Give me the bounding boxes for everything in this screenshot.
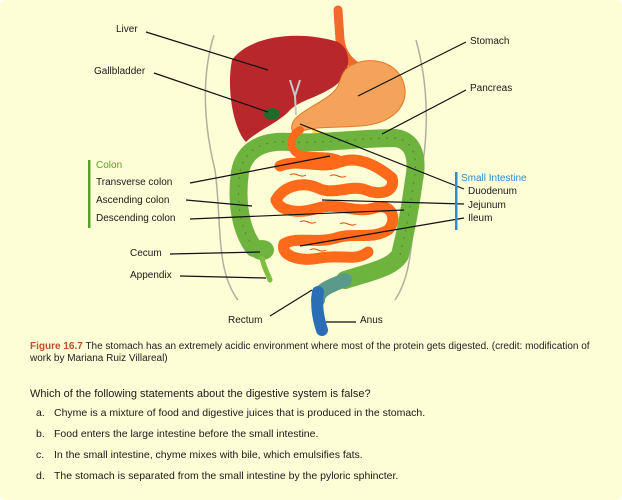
cecum	[250, 240, 274, 260]
small-intestine	[270, 154, 399, 265]
answer-option[interactable]: b. Food enters the large intestine before…	[36, 427, 425, 448]
label-anus: Anus	[360, 315, 383, 326]
answer-option[interactable]: a. Chyme is a mixture of food and digesti…	[36, 406, 425, 427]
label-ileum: Ileum	[468, 213, 493, 224]
label-ascending-colon: Ascending colon	[96, 195, 170, 206]
answer-options: a. Chyme is a mixture of food and digesti…	[36, 406, 425, 490]
figure-caption: Figure 16.7 The stomach has an extremely…	[30, 341, 600, 365]
label-cecum: Cecum	[130, 248, 162, 259]
option-text: Chyme is a mixture of food and digestive…	[54, 407, 426, 419]
answer-option[interactable]: d. The stomach is separated from the smal…	[36, 469, 425, 490]
label-gallbladder: Gallbladder	[94, 66, 146, 77]
question-text: Which of the following statements about …	[30, 388, 371, 400]
option-letter: d.	[36, 470, 45, 482]
label-pancreas: Pancreas	[470, 83, 513, 94]
leader-pancreas	[381, 89, 467, 135]
leader-jejunum	[321, 199, 465, 205]
answer-option[interactable]: c. In the small intestine, chyme mixes wi…	[36, 448, 425, 469]
label-rectum: Rectum	[228, 315, 263, 326]
leader-transverse	[189, 155, 331, 184]
label-liver: Liver	[116, 24, 138, 35]
label-colon-title: Colon	[96, 160, 123, 171]
bile-duct	[289, 79, 301, 116]
colon-haustra	[237, 137, 417, 256]
option-letter: c.	[36, 449, 45, 461]
leader-appendix	[179, 275, 267, 279]
leader-descending	[189, 209, 405, 220]
leader-rectum	[269, 289, 313, 317]
rectum	[311, 286, 328, 336]
leader-gallbladder	[153, 72, 269, 113]
leader-cecum	[169, 251, 261, 255]
figure-number: Figure 16.7	[30, 341, 83, 352]
gallbladder	[264, 108, 280, 120]
label-jejunum: Jejunum	[468, 200, 506, 211]
colon-group-bar	[88, 160, 91, 228]
leader-stomach	[357, 41, 467, 97]
appendix	[259, 255, 273, 283]
label-appendix: Appendix	[130, 270, 172, 281]
option-text: In the small intestine, chyme mixes with…	[54, 449, 363, 461]
option-letter: b.	[36, 428, 45, 440]
label-duodenum: Duodenum	[468, 186, 517, 197]
figure-caption-text: The stomach has an extremely acidic envi…	[30, 341, 590, 364]
option-letter: a.	[36, 407, 45, 419]
liver	[229, 35, 349, 143]
leader-lines	[145, 31, 467, 323]
leader-duodenum	[299, 123, 465, 190]
leader-ileum	[299, 217, 465, 247]
body-outline	[204, 34, 239, 301]
label-stomach: Stomach	[470, 36, 510, 47]
leader-liver	[145, 31, 269, 71]
label-small-intestine-title: Small Intestine	[461, 173, 527, 184]
option-text: Food enters the large intestine before t…	[54, 428, 319, 440]
label-transverse-colon: Transverse colon	[96, 177, 173, 188]
duodenum	[287, 126, 344, 164]
small-intestine-folds	[289, 173, 357, 252]
small-intestine-group-bar	[455, 172, 458, 230]
label-descending-colon: Descending colon	[96, 213, 176, 224]
option-text: The stomach is separated from the small …	[54, 470, 399, 482]
digestive-system-diagram	[88, 5, 467, 336]
leader-ascending	[185, 199, 253, 207]
